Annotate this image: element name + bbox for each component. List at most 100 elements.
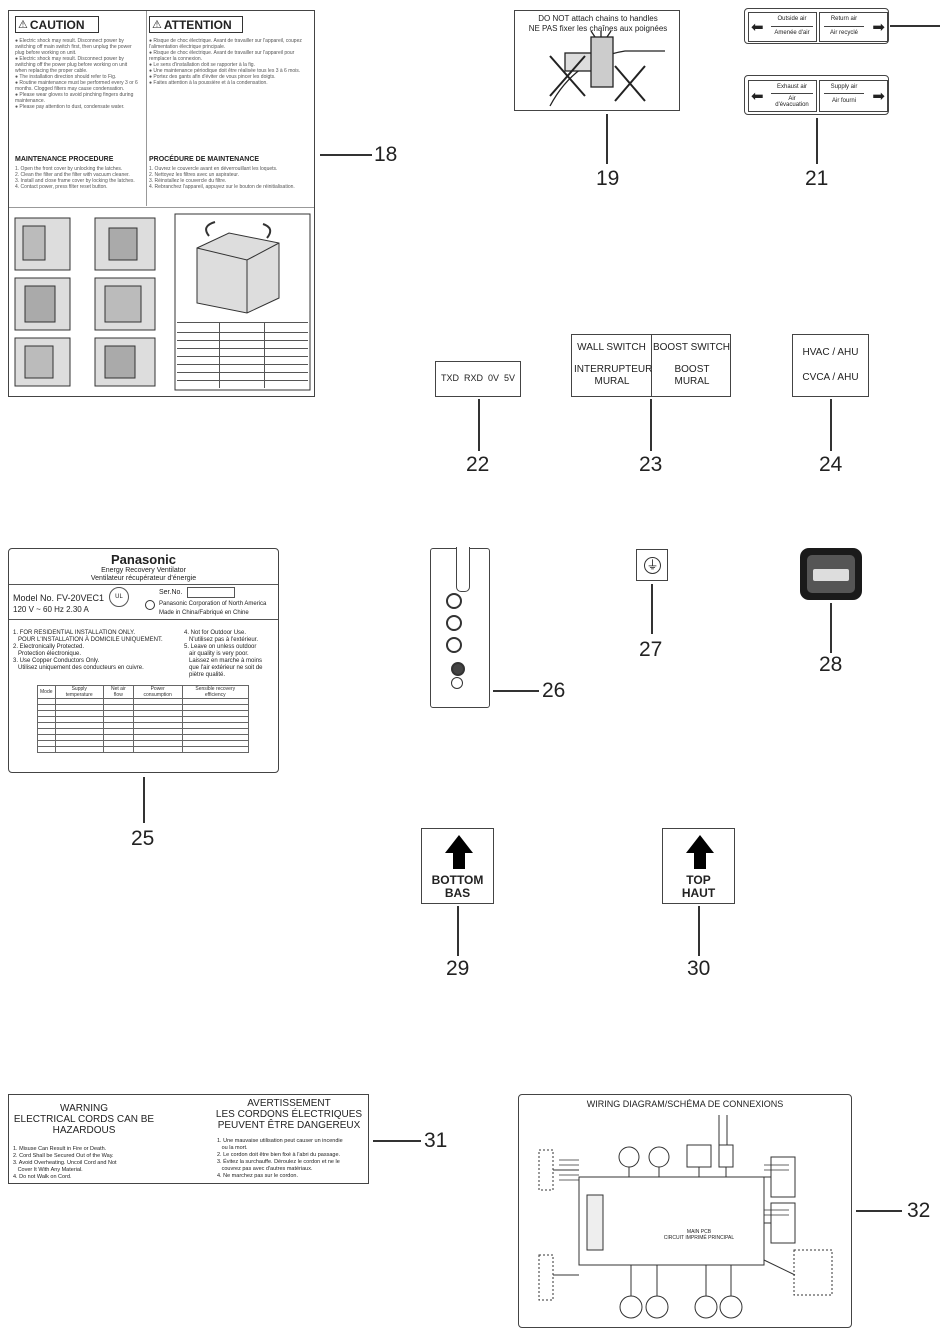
- warning-title-en: WARNING: [60, 1103, 108, 1114]
- dial-2-icon: [446, 615, 462, 631]
- maintenance-steps-fr: 1. Ouvrez le couvercle avant en déverrou…: [149, 166, 295, 190]
- note-line: que l'air extérieur ne soit de: [184, 665, 263, 671]
- serial-number-box: [187, 587, 235, 598]
- table-header: Sensible recovery efficiency: [181, 685, 250, 699]
- ul-mark-icon: UL: [109, 587, 129, 607]
- ground-circle-icon: [145, 600, 155, 610]
- chain-handle-prohibited-icon: [549, 30, 665, 107]
- bottom-label-fr: BAS: [444, 886, 471, 900]
- power-indicator-icon: [451, 662, 465, 676]
- note-line: N'utilisez pas à l'extérieur.: [184, 637, 258, 643]
- attention-title: ATTENTION: [163, 17, 232, 32]
- return-air-fr: Air recyclé: [829, 30, 858, 36]
- label-20-airflow-top: ⬅ Outside air Amenée d'air Return air Ai…: [744, 8, 889, 44]
- note-line: air quality is very poor.: [184, 651, 249, 657]
- callout-19: 19: [596, 167, 620, 190]
- warning-item: 2. Cord Shall be Secured Out of the Way.: [13, 1153, 114, 1159]
- wall-switch-fr: INTERRUPTEUR MURAL: [574, 364, 653, 387]
- table-header: Mode: [37, 685, 56, 699]
- reset-button-icon: [451, 677, 463, 689]
- warning-item: Cover It With Any Material.: [13, 1167, 83, 1173]
- label-30-top-marker: TOP HAUT: [662, 828, 735, 904]
- panel-slot: [456, 547, 470, 592]
- label-26-control-panel: [430, 547, 490, 708]
- warning-subtitle-en: ELECTRICAL CORDS CAN BE: [13, 1114, 155, 1125]
- maintenance-heading-fr: PROCÉDURE DE MAINTENANCE: [149, 156, 260, 163]
- warning-item: 2. Le cordon doit être bien fixé à l'abr…: [217, 1152, 341, 1158]
- note-line: 2. Electronically Protected.: [13, 644, 85, 650]
- dial-1-icon: [446, 593, 462, 609]
- outside-air-arrow: ⬅ Outside air Amenée d'air: [748, 12, 817, 42]
- callout-28: 28: [819, 653, 843, 676]
- brand-logo: Panasonic: [110, 552, 177, 567]
- main-pcb-label-fr: CIRCUIT IMPRIMÉ PRINCIPAL: [663, 1235, 735, 1241]
- callout-32: 32: [907, 1199, 931, 1222]
- caution-title: CAUTION: [29, 17, 85, 32]
- bottom-label-en: BOTTOM: [431, 873, 484, 887]
- supply-air-fr: Air fourni: [831, 98, 856, 104]
- arrow-left-icon: ⬅: [751, 19, 764, 36]
- label-23-switch-terminal: WALL SWITCH INTERRUPTEUR MURAL BOOST SWI…: [571, 334, 731, 397]
- company-name: Panasonic Corporation of North America: [159, 601, 267, 607]
- terminal-pins: TXD RXD 0V 5V: [440, 373, 516, 383]
- dial-3-icon: [446, 637, 462, 653]
- serial-number-label: Ser.No.: [159, 589, 183, 596]
- chain-warning-en: DO NOT attach chains to handles: [538, 14, 658, 23]
- chain-warning-fr: NE PAS fixer les chaînes aux poignées: [528, 24, 668, 33]
- warning-item: 3. Évitez la surchauffe. Déroulez le cor…: [217, 1159, 340, 1165]
- leader-line-21: [816, 118, 818, 164]
- arrow-up-icon: [444, 835, 474, 869]
- wall-switch-en: WALL SWITCH: [577, 342, 646, 353]
- hvac-line-fr: CVCA / AHU: [802, 372, 859, 383]
- warning-items-en: 1. Misuse Can Result in Fire or Death. 2…: [13, 1139, 163, 1181]
- attention-header: ⚠ ATTENTION: [149, 16, 243, 33]
- arrow-up-icon: [685, 835, 715, 869]
- wiring-schematic: [538, 1115, 833, 1319]
- warning-item: couvrez pas avec d'autres matériaux.: [217, 1166, 313, 1172]
- return-air-en: Return air: [830, 16, 858, 22]
- warning-item: 1. Misuse Can Result in Fire or Death.: [13, 1146, 107, 1152]
- leader-line-29: [457, 906, 459, 956]
- exhaust-air-en: Exhaust air: [776, 84, 807, 90]
- callout-26: 26: [542, 679, 566, 702]
- leader-line-31: [373, 1140, 421, 1142]
- callout-21: 21: [805, 167, 829, 190]
- callout-24: 24: [819, 453, 843, 476]
- ground-symbol-icon: ⏚: [644, 557, 661, 574]
- performance-table: Mode Supply temperature Net air flow Pow…: [37, 685, 250, 753]
- label-29-bottom-marker: BOTTOM BAS: [421, 828, 494, 904]
- supply-air-arrow: Supply air Air fourni ➡: [819, 80, 888, 112]
- outside-air-fr: Amenée d'air: [774, 30, 810, 36]
- callout-31: 31: [424, 1129, 448, 1152]
- warning-triangle-icon: ⚠: [152, 19, 162, 31]
- warning-items-fr: 1. Une mauvaise utilisation peut causer …: [217, 1131, 367, 1180]
- note-line: POUR L'INSTALLATION À DOMICILE UNIQUEMEN…: [13, 637, 163, 643]
- label-28-hvi-certification-badge: [800, 548, 862, 600]
- callout-30: 30: [687, 957, 711, 980]
- leader-line-30: [698, 906, 700, 956]
- outside-air-en: Outside air: [777, 16, 807, 22]
- label-32-wiring-diagram: WIRING DIAGRAM/SCHÉMA DE CONNEXIONS: [518, 1094, 852, 1328]
- label-21-airflow-bottom: ⬅ Exhaust air Air d'évacuation Supply ai…: [744, 75, 889, 115]
- warning-item: 4. Do not Walk on Cord.: [13, 1174, 72, 1180]
- callout-25: 25: [131, 827, 155, 850]
- callout-18: 18: [374, 143, 398, 166]
- leader-line-28: [830, 603, 832, 653]
- label-24-hvac-terminal: HVAC / AHU CVCA / AHU: [792, 334, 869, 397]
- warning-subtitle-en-2: HAZARDOUS: [52, 1125, 116, 1136]
- electrical-rating: 120 V ~ 60 Hz 2.30 A: [13, 605, 89, 614]
- leader-line-23: [650, 399, 652, 451]
- label-25-nameplate: Panasonic Energy Recovery Ventilator Ven…: [8, 548, 279, 773]
- callout-23: 23: [639, 453, 663, 476]
- attention-text: ● Risque de choc électrique. Avant de tr…: [149, 38, 302, 86]
- boost-switch-fr: BOOST MURAL: [674, 364, 710, 387]
- leader-line-22: [478, 399, 480, 451]
- exhaust-air-arrow: ⬅ Exhaust air Air d'évacuation: [748, 80, 817, 112]
- note-line: 1. FOR RESIDENTIAL INSTALLATION ONLY.: [13, 630, 136, 636]
- leader-line-19: [606, 114, 608, 164]
- warning-subtitle-fr: LES CORDONS ÉLECTRIQUES: [215, 1109, 363, 1120]
- leader-line-26: [493, 690, 539, 692]
- product-name-fr: Ventilateur récupérateur d'énergie: [90, 575, 197, 582]
- leader-line-20: [890, 25, 940, 27]
- warning-triangle-icon: ⚠: [18, 19, 28, 31]
